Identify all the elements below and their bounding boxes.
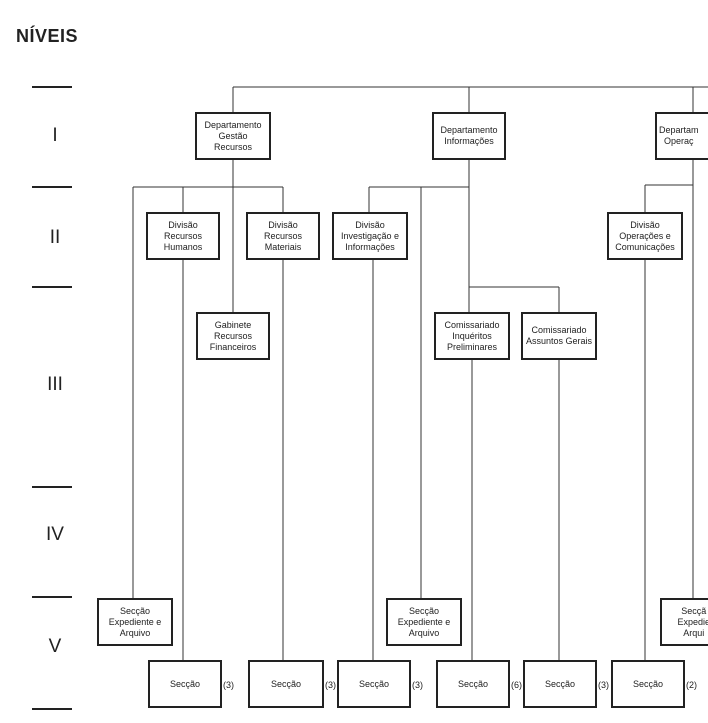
unit-departamento-operacoes: Departam Operaç: [655, 112, 708, 160]
unit-seccao-1: Secção: [148, 660, 222, 708]
unit-departamento-informacoes: Departamento Informações: [432, 112, 506, 160]
unit-seccao-expediente-arquivo-1: Secção Expediente e Arquivo: [97, 598, 173, 646]
level-label-5: V: [48, 636, 62, 657]
level-label-3: III: [47, 374, 63, 395]
unit-departamento-gestao-recursos: Departamento Gestão Recursos: [195, 112, 271, 160]
level-label-2: II: [49, 227, 61, 248]
section-count-5: (3): [598, 680, 609, 690]
connector-lines: [132, 86, 708, 660]
level-label-4: IV: [46, 524, 64, 545]
section-count-2: (3): [325, 680, 336, 690]
level-dividers: [32, 86, 72, 710]
unit-divisao-investigacao-informacoes: Divisão Investigação e Informações: [332, 212, 408, 260]
unit-divisao-recursos-humanos: Divisão Recursos Humanos: [146, 212, 220, 260]
unit-seccao-5: Secção: [523, 660, 597, 708]
page-title: NÍVEIS: [16, 26, 79, 46]
unit-comissariado-inqueritos-preliminares: Comissariado Inquéritos Preliminares: [434, 312, 510, 360]
section-count-3: (3): [412, 680, 423, 690]
section-count-6: (2): [686, 680, 697, 690]
level-label-1: I: [52, 125, 58, 146]
unit-seccao-3: Secção: [337, 660, 411, 708]
unit-divisao-recursos-materiais: Divisão Recursos Materiais: [246, 212, 320, 260]
unit-seccao-4: Secção: [436, 660, 510, 708]
unit-gabinete-recursos-financeiros: Gabinete Recursos Financeiros: [196, 312, 270, 360]
section-count-1: (3): [223, 680, 234, 690]
unit-seccao-6: Secção: [611, 660, 685, 708]
unit-seccao-2: Secção: [248, 660, 324, 708]
unit-seccao-expediente-arquivo-2: Secção Expediente e Arquivo: [386, 598, 462, 646]
section-count-4: (6): [511, 680, 522, 690]
unit-divisao-operacoes-comunicacoes: Divisão Operações e Comunicações: [607, 212, 683, 260]
unit-seccao-expediente-arquivo-3: Secçã Expedie Arqui: [660, 598, 708, 646]
unit-comissariado-assuntos-gerais: Comissariado Assuntos Gerais: [521, 312, 597, 360]
